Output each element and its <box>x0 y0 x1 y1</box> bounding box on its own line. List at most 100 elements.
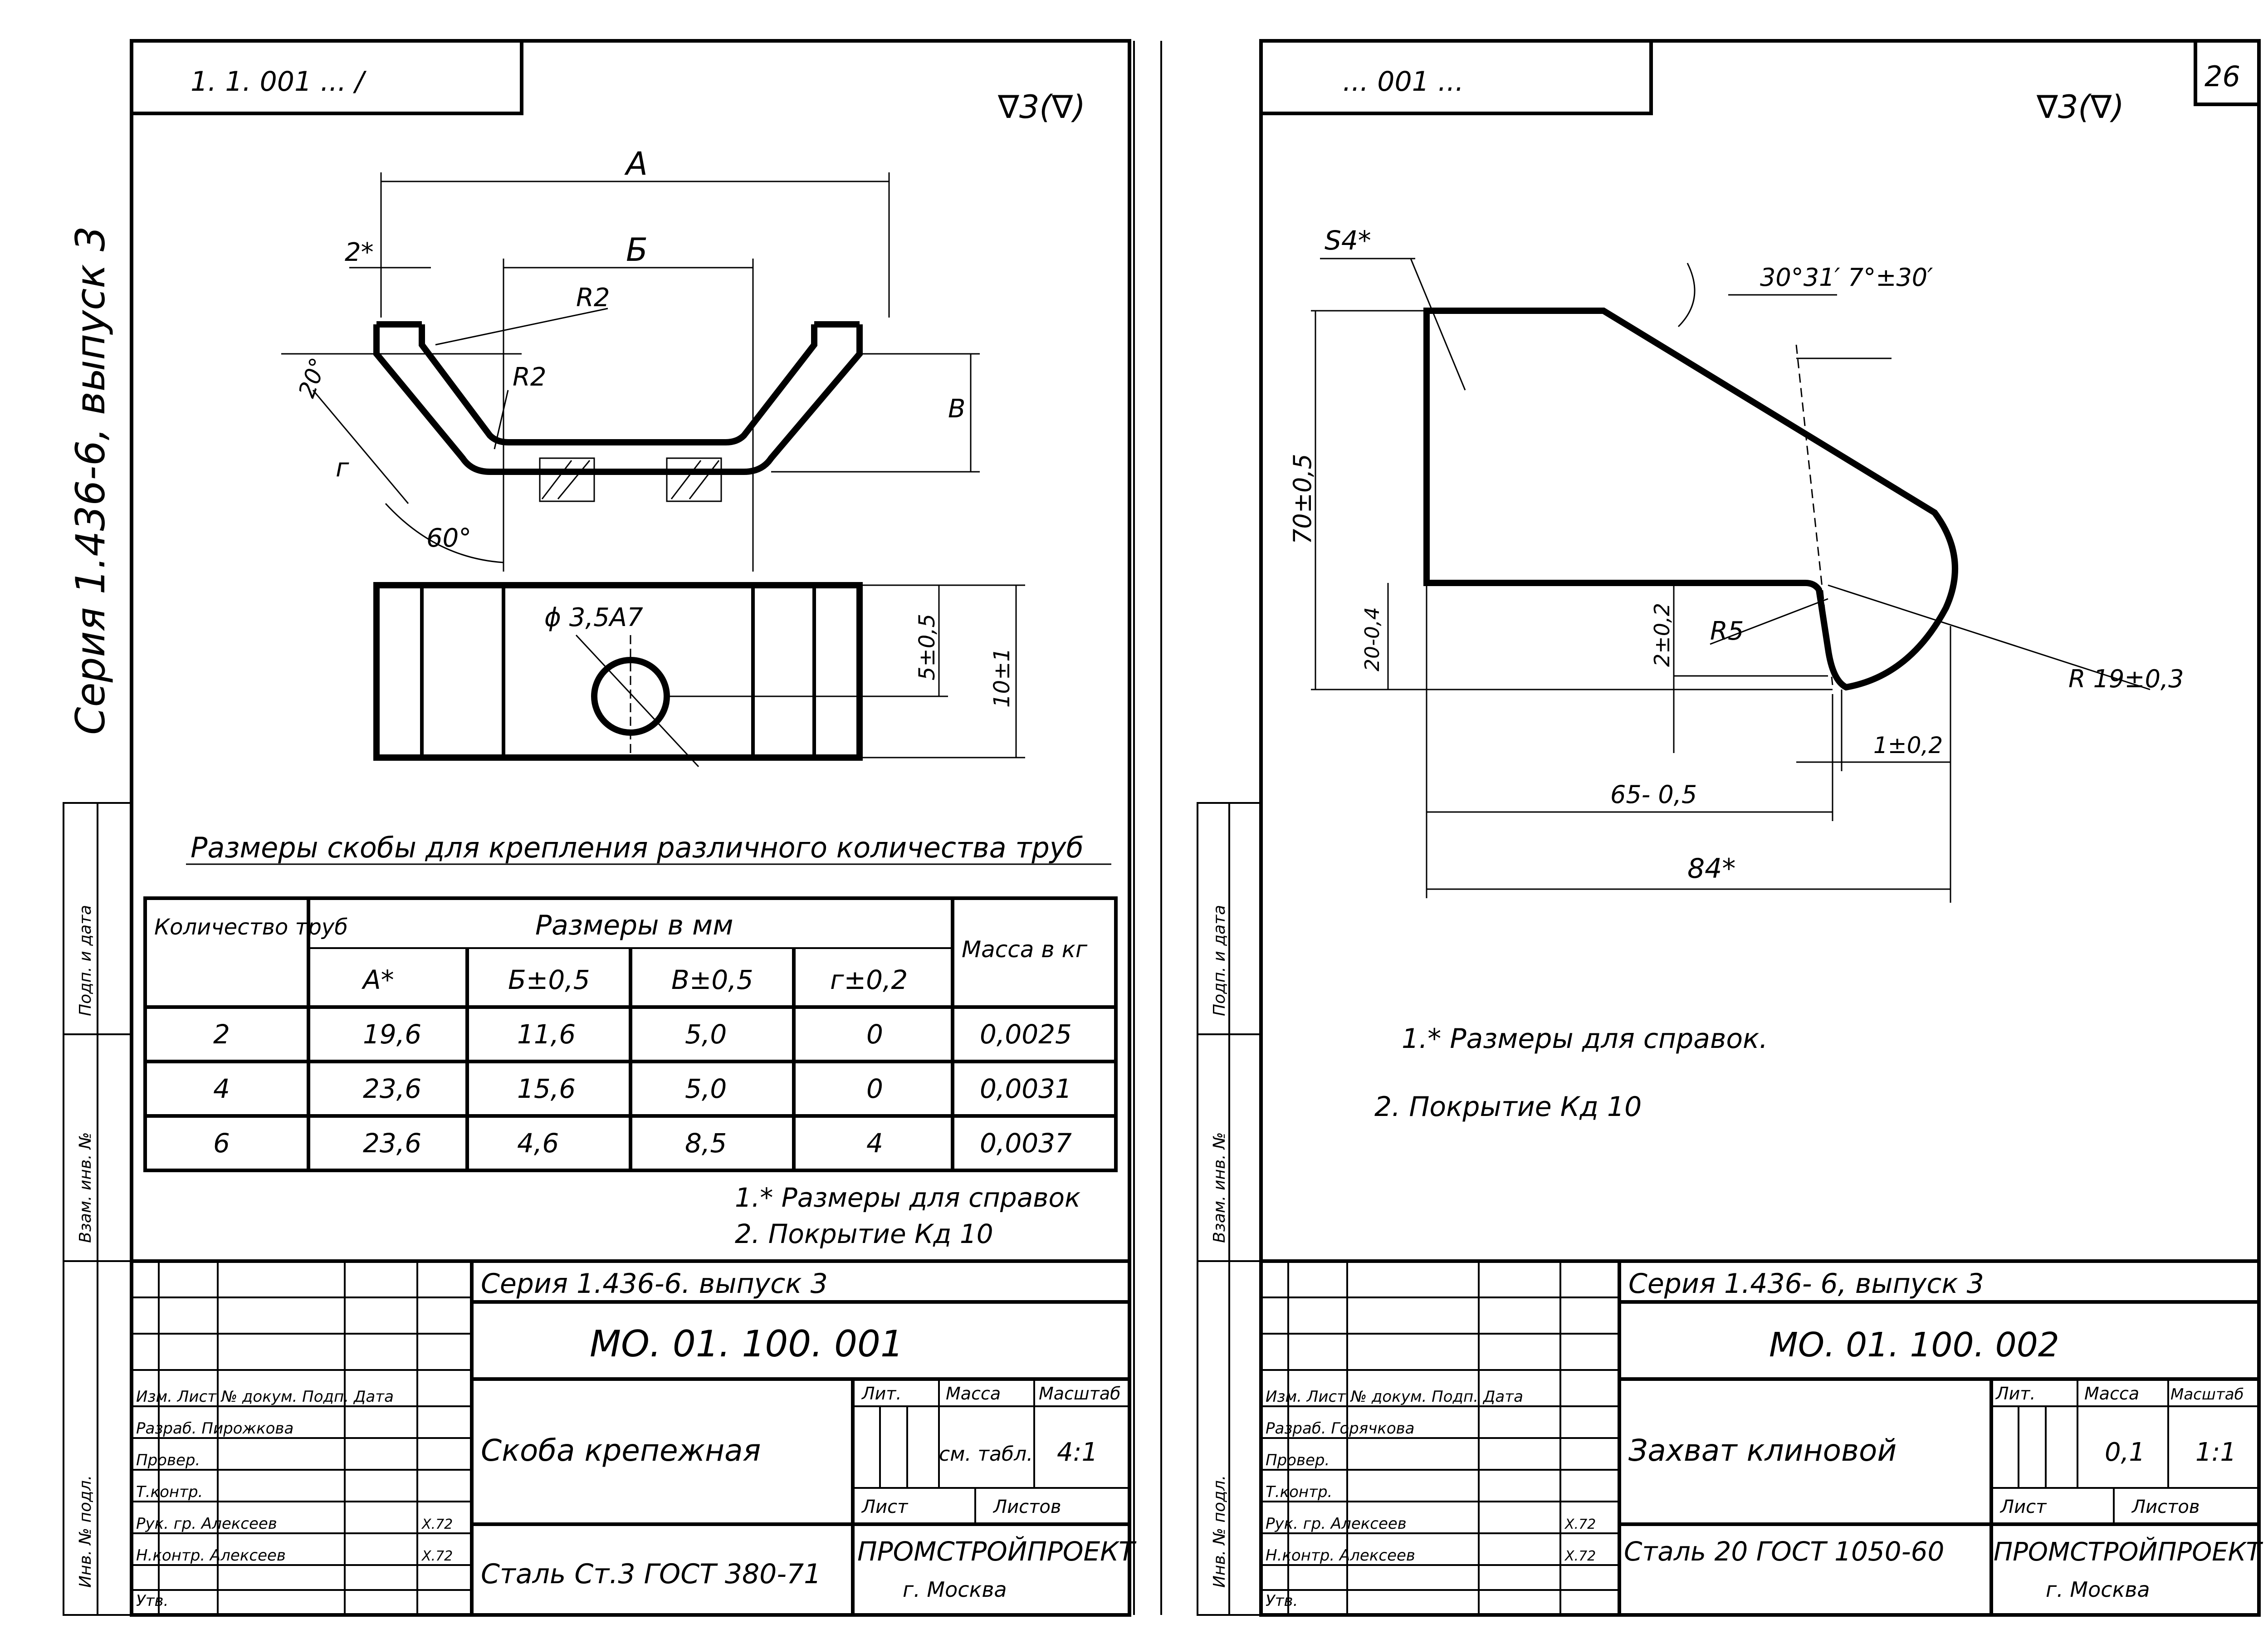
size-table: Количество труб Размеры в мм Масса в кг … <box>143 896 1118 1172</box>
right-header-code: ... 001 ... <box>1343 66 1464 98</box>
tb-date: X.72 <box>1564 1517 1596 1532</box>
dim-r19-label: R 19±0,3 <box>2068 665 2184 693</box>
left-sheet: 1. 1. 001 ... / ∇3(∇) Серия 1.436-6, вып… <box>63 39 1137 1617</box>
dim-a-label: А <box>624 145 648 182</box>
table-cell: 4,6 <box>517 1128 559 1159</box>
top-view-outline <box>373 582 863 761</box>
tb-role: Изм. Лист № докум. Подп. Дата <box>136 1388 394 1406</box>
tb-role: Т.контр. <box>1266 1483 1332 1501</box>
tb-role: Изм. Лист № докум. Подп. Дата <box>1266 1388 1523 1406</box>
table-cell: 11,6 <box>517 1019 576 1050</box>
table-col-r: г±0,2 <box>830 964 908 995</box>
bracket-inner-outline <box>419 324 817 445</box>
dim-two-label: 2* <box>345 238 374 267</box>
dim-r-label: г <box>336 453 349 483</box>
left-stamp-label: Инв. № подл. <box>76 1475 95 1588</box>
tb-sheets: Листов <box>992 1497 1061 1517</box>
tb-date: X.72 <box>421 1517 453 1532</box>
tb-org: ПРОМСТРОЙПРОЕКТ <box>1994 1537 2263 1567</box>
table-col-b: Б±0,5 <box>508 964 590 995</box>
page-number-box <box>2194 39 2261 106</box>
tb-series: Серия 1.436-6. выпуск 3 <box>481 1268 828 1300</box>
dim-eightyfour-label: 84* <box>1687 853 1735 885</box>
tb-date: X.72 <box>1564 1548 1596 1564</box>
tb-mass-value: см. табл. <box>939 1443 1033 1466</box>
table-cell: 5,0 <box>685 1073 727 1104</box>
dim-seventy-label: 70±0,5 <box>1288 454 1317 544</box>
tb-code: МО. 01. 100. 002 <box>1769 1326 2059 1365</box>
tb-code: МО. 01. 100. 001 <box>590 1323 904 1365</box>
dim-two-label: 2±0,2 <box>1650 603 1674 667</box>
right-header-box <box>1261 41 1653 115</box>
tb-series: Серия 1.436- 6, выпуск 3 <box>1628 1268 1984 1300</box>
dim-r2-label: R2 <box>576 283 610 313</box>
dim-angle-60: 60° <box>426 523 471 553</box>
tb-scale-value: 4:1 <box>1057 1438 1098 1467</box>
tb-city: г. Москва <box>903 1577 1007 1602</box>
left-stamp-label: Взам. инв. № <box>76 1132 95 1243</box>
table-cell: 23,6 <box>363 1128 421 1159</box>
right-sheet: ... 001 ... 26 ∇3(∇) Подп. и дата Взам. … <box>1197 39 2263 1617</box>
left-title-block: Изм. Лист № докум. Подп. Дата Разраб. Пи… <box>130 1259 1137 1617</box>
tb-role: Н.контр. Алексеев <box>136 1546 286 1565</box>
tb-mass-label: Масса <box>946 1384 1001 1404</box>
table-header-count: Количество труб <box>154 915 348 940</box>
tb-scale-label: Масштаб <box>2170 1385 2244 1404</box>
table-header-mass: Масса в кг <box>962 936 1088 963</box>
left-surface-mark: ∇3(∇) <box>997 88 1085 126</box>
wedge-outline <box>1423 308 1958 691</box>
left-header-code: 1. 1. 001 ... / <box>191 66 367 98</box>
table-cell: 0,0025 <box>980 1019 1072 1050</box>
wedge-part: R5 R 19±0,3 S4* 30°31′ 7°±30′ 70±0,5 20-… <box>1288 225 2184 903</box>
tb-role: Рук. гр. Алексеев <box>1266 1515 1407 1533</box>
table-row: 6 23,6 4,6 8,5 4 0,0037 <box>213 1128 1072 1159</box>
table-cell: 2 <box>213 1019 230 1050</box>
table-cell: 6 <box>213 1128 230 1159</box>
dim-sixtyfive-label: 65- 0,5 <box>1610 780 1697 809</box>
tb-role: Провер. <box>1266 1451 1330 1469</box>
tb-role: Утв. <box>136 1592 168 1610</box>
table-cell: 0 <box>866 1019 883 1050</box>
tb-role: Разраб. Горячкова <box>1266 1419 1415 1438</box>
table-title: Размеры скобы для крепления различного к… <box>191 831 1084 864</box>
bracket-top-view: ϕ 3,5А7 5±0,5 10±1 <box>373 582 1025 768</box>
table-col-v: В±0,5 <box>671 964 753 995</box>
table-cell: 4 <box>213 1073 230 1104</box>
table-header-sizes: Размеры в мм <box>535 910 733 941</box>
tb-sheet: Лист <box>1999 1497 2047 1517</box>
note-2: 2. Покрытие Кд 10 <box>1374 1091 1642 1123</box>
dim-twenty-label: 20-0,4 <box>1361 607 1384 671</box>
bracket-front-view: А Б 2* R2 R2 В 20° г <box>281 145 980 572</box>
dim-s4-label: S4* <box>1325 225 1371 256</box>
table-cell: 0 <box>866 1073 883 1104</box>
dim-r2-label: R2 <box>513 362 547 392</box>
tb-sheet: Лист <box>861 1497 909 1517</box>
tb-org: ПРОМСТРОЙПРОЕКТ <box>857 1536 1137 1567</box>
table-cell: 5,0 <box>685 1019 727 1050</box>
table-cell: 19,6 <box>363 1019 421 1050</box>
right-stamp-label: Взам. инв. № <box>1210 1132 1229 1243</box>
tb-role: Рук. гр. Алексеев <box>136 1515 277 1533</box>
table-cell: 0,0037 <box>980 1128 1072 1159</box>
note-1: 1.* Размеры для справок. <box>1402 1023 1768 1055</box>
left-side-series: Серия 1.436-6, выпуск 3 <box>67 226 114 735</box>
right-title-block: Изм. Лист № докум. Подп. Дата Разраб. Го… <box>1259 1259 2263 1617</box>
left-header-box <box>132 41 523 115</box>
tb-scale-value: 1:1 <box>2195 1438 2236 1467</box>
tb-date: X.72 <box>421 1548 453 1564</box>
table-cell: 15,6 <box>517 1073 576 1104</box>
tb-sheets: Листов <box>2131 1497 2200 1517</box>
tb-material: Сталь Ст.3 ГОСТ 380-71 <box>481 1558 821 1590</box>
table-row: 4 23,6 15,6 5,0 0 0,0031 <box>213 1073 1072 1104</box>
tb-material: Сталь 20 ГОСТ 1050-60 <box>1624 1536 1944 1567</box>
tb-city: г. Москва <box>2046 1577 2150 1602</box>
table-col-a: А* <box>361 964 394 995</box>
tb-lit: Лит. <box>1995 1384 2036 1404</box>
tb-lit: Лит. <box>861 1384 902 1404</box>
table-cell: 23,6 <box>363 1073 421 1104</box>
note-2: 2. Покрытие Кд 10 <box>735 1218 993 1249</box>
dim-ten-label: 10±1 <box>989 648 1015 708</box>
tb-role: Разраб. Пирожкова <box>136 1419 293 1438</box>
tb-role: Т.контр. <box>136 1483 203 1501</box>
